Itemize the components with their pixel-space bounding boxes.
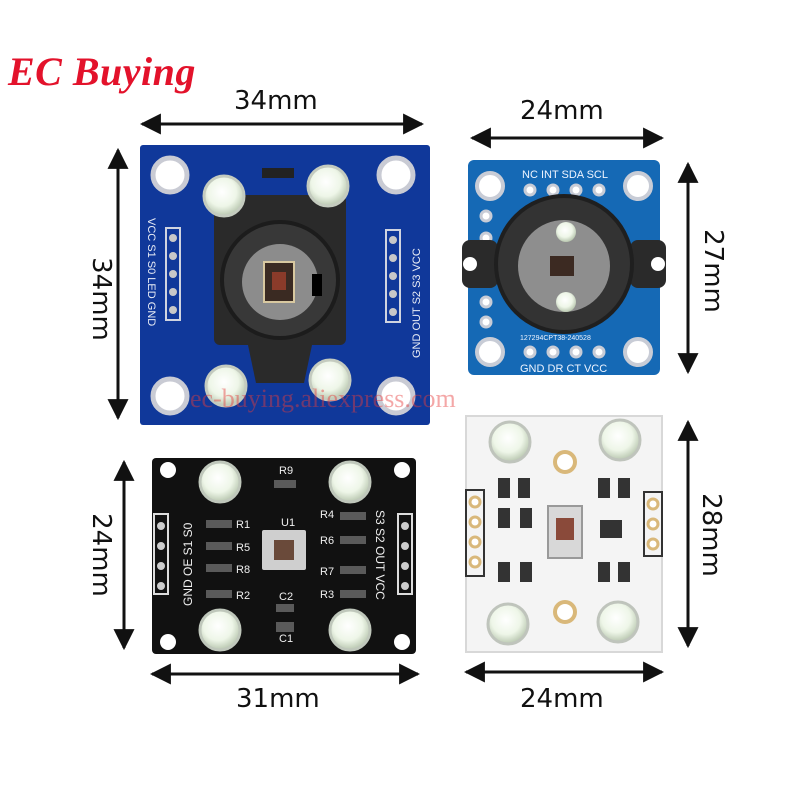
board-b-bottom-pins: GND DR CT VCC	[520, 363, 607, 375]
board-a-left-pins: VCC S1 S0 LED GND	[145, 218, 157, 326]
board-b-top-pins: NC INT SDA SCL	[522, 169, 608, 181]
label-b-width: 24mm	[520, 96, 604, 126]
label-r7: R7	[320, 566, 334, 578]
board-b-code: 127294CPT38-240528	[520, 335, 591, 342]
board-c: R9 R1 R5 R8 R2 R4 R6 R7 R3 U1 C2 C1 GND …	[152, 458, 416, 654]
label-r4: R4	[320, 509, 334, 521]
board-d	[465, 415, 663, 653]
label-r1: R1	[236, 519, 250, 531]
label-r5: R5	[236, 542, 250, 554]
label-r8: R8	[236, 564, 250, 576]
board-a-right-pins: GND OUT S2 S3 VCC	[411, 248, 423, 358]
label-r2: R2	[236, 590, 250, 602]
label-c-height: 24mm	[86, 513, 116, 597]
label-u1: U1	[281, 517, 295, 529]
board-a: VCC S1 S0 LED GND GND OUT S2 S3 VCC	[140, 145, 430, 425]
label-r6: R6	[320, 535, 334, 547]
label-a-width: 34mm	[234, 86, 318, 116]
dimension-arrows	[107, 113, 699, 685]
board-c-left-pins: GND OE S1 S0	[181, 522, 195, 606]
label-r3: R3	[320, 589, 334, 601]
label-a-height: 34mm	[86, 257, 116, 341]
watermark: ec-buying.aliexpress.com	[190, 384, 456, 413]
brand-logo: EC Buying	[8, 49, 196, 94]
label-b-height: 27mm	[698, 229, 728, 313]
board-b: NC INT SDA SCL 127294CPT38-240528 GND DR…	[462, 160, 666, 375]
board-c-right-pins: S3 S2 OUT VCC	[373, 510, 387, 600]
label-d-width: 24mm	[520, 684, 604, 714]
label-c1: C1	[279, 633, 293, 645]
label-d-height: 28mm	[696, 493, 726, 577]
label-c-width: 31mm	[236, 684, 320, 714]
label-c2: C2	[279, 591, 293, 603]
label-r9: R9	[279, 465, 293, 477]
